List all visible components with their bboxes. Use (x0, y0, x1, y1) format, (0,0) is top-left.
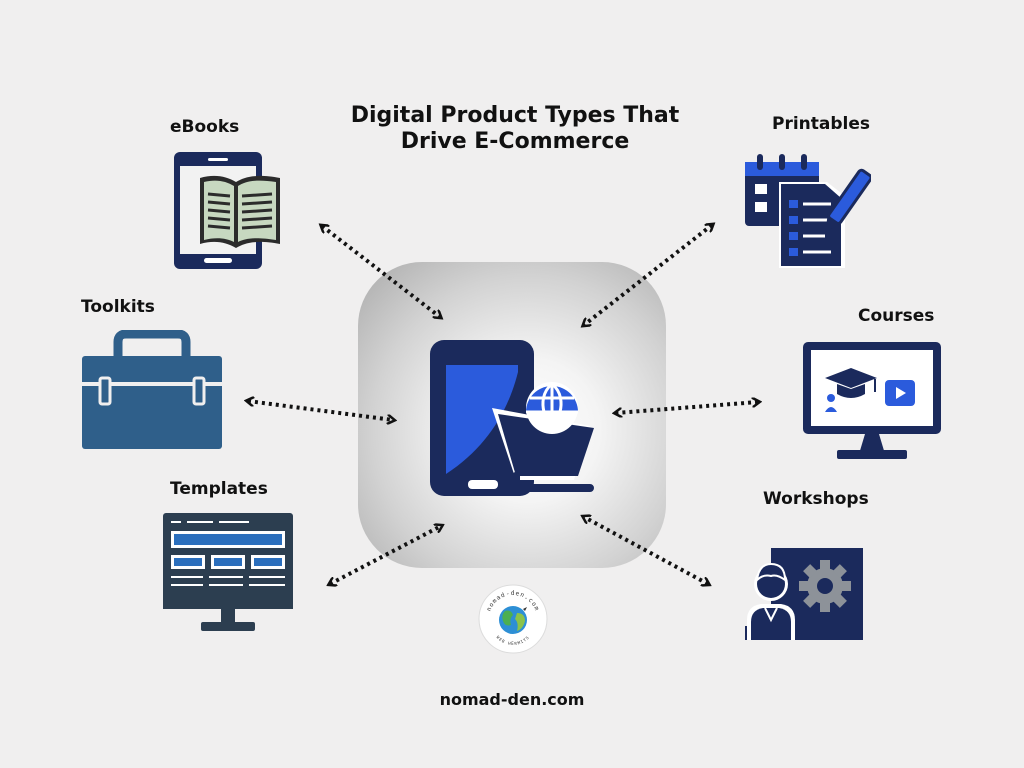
ecommerce-mobile-cart-icon (430, 340, 594, 496)
arrow-courses (616, 402, 758, 413)
arrow-workshops (584, 517, 708, 584)
title-line-1: Digital Product Types That (350, 103, 680, 128)
title-line-2: Drive E-Commerce (400, 129, 630, 154)
label-courses: Courses (858, 306, 935, 326)
footer-url: nomad-den.com (439, 690, 585, 709)
printables-calendar-checklist-icon (745, 154, 871, 268)
toolbox-icon (82, 330, 222, 449)
label-toolkits: Toolkits (81, 297, 155, 317)
arrow-toolkits (248, 401, 393, 420)
label-ebooks: eBooks (170, 117, 240, 137)
globe-logo-icon: nomad-den.com WEB HERMITS (478, 584, 548, 654)
nomad-den-logo: nomad-den.com WEB HERMITS (477, 583, 549, 655)
label-templates: Templates (170, 479, 268, 499)
svg-text:WEB HERMITS: WEB HERMITS (496, 635, 531, 646)
arrow-templates (330, 526, 441, 584)
diagram-title: Digital Product Types That Drive E-Comme… (300, 103, 730, 155)
arrow-ebooks (322, 226, 440, 317)
ebook-reader-icon (174, 152, 280, 269)
logo-bottom-text: WEB HERMITS (496, 635, 530, 646)
label-printables: Printables (772, 114, 871, 134)
arrow-printables (584, 225, 712, 325)
label-workshops: Workshops (763, 489, 869, 509)
website-template-monitor-icon (163, 513, 293, 631)
online-course-monitor-icon (803, 342, 941, 459)
workshop-presenter-gear-icon (745, 548, 863, 640)
